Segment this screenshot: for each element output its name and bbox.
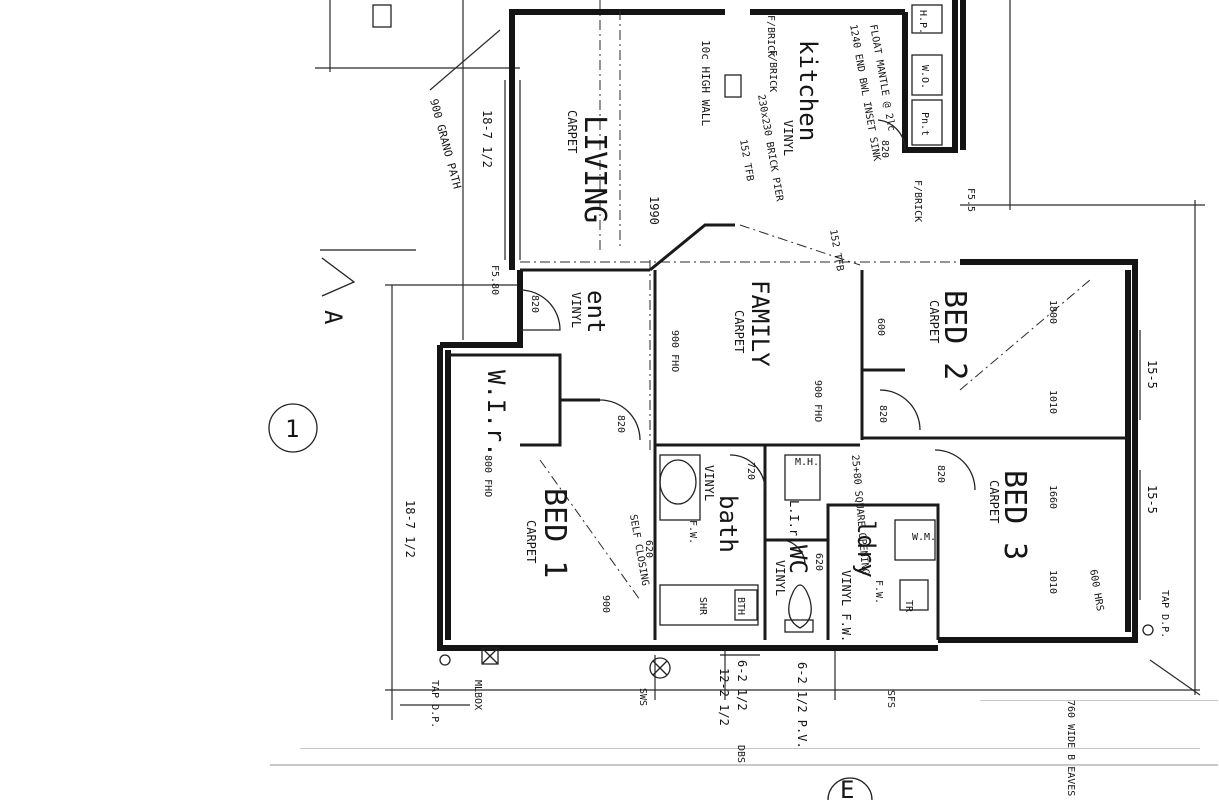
finish-wc: VINYL [773,560,787,596]
room-bed1: BED 1 [537,488,572,578]
opening-bed3-robe: 600 HRS [1087,569,1105,612]
note-fbrick3: F/BRICK [912,180,923,222]
opening-door-bed3: 820 [935,465,946,483]
finish-bath: VINYL [702,465,716,501]
note-wm: W.M. [912,532,936,543]
opening-door-bed2: 820 [877,405,888,423]
room-bed2: BED 2 [937,290,972,380]
grid-e-label: E [840,776,854,800]
note-fs5: F5.5 [965,188,976,212]
room-ldry: ldry [852,520,880,578]
note-mh: M.H. [795,457,819,468]
grid-marker-labels: 1 A E [285,310,854,800]
windows [504,80,1141,656]
opening-bed1-robe-a: 800 FHO [482,455,493,497]
opening-labels: 1990 820 820 820 820 720 820 620 620 180… [482,140,1105,613]
note-f5b0: F5.80 [489,265,500,295]
finish-bed1: CARPET [524,520,538,563]
note-granopath: 900 GRANO PATH [427,97,464,190]
note-sfs: SFS [885,690,896,708]
note-high-wall: 10c HIGH WALL [699,40,712,126]
note-bth: BTH [735,597,746,615]
note-shr: SHR [697,597,708,616]
room-lir: L.I.r. [787,500,801,543]
opening-family-fho-b: 900 FHO [812,380,823,422]
opening-bed3-window-b: 1010 [1047,570,1058,594]
note-fbrick2: F/BRICK [767,50,778,92]
room-family: FAMILY [746,280,774,367]
dim-right-upper: 15-5 [1145,360,1159,389]
dim-right-lower: 15-5 [1145,485,1159,514]
fixtures [372,4,1154,679]
dim-bottom-a: 6-2 1/2 [735,660,749,711]
opening-bed3-window-a: 1660 [1047,485,1058,509]
note-sws: SWS [637,688,648,706]
opening-bed2-robe: 600 [875,318,886,336]
finish-family: CARPET [732,310,746,353]
note-tfb152: 152 TFB [737,139,755,182]
dim-left-lower: 18-7 1/2 [403,500,417,558]
opening-door-bed1: 820 [615,415,626,433]
note-tfb152b: 152 TFB [827,229,845,272]
finish-living: CARPET [565,110,579,153]
grid-markers [268,249,873,800]
dimension-labels: 18-7 1/2 18-7 1/2 15-5 15-5 6-2 1/2 12-2… [403,110,1159,749]
note-wo: W.O. [919,65,930,89]
note-tr: TR [903,600,914,613]
dim-bottom-c: 6-2 1/2 P.V. [795,662,809,749]
room-kitchen: kitchen [794,40,822,141]
opening-bed2-window-b: 1010 [1047,390,1058,414]
note-brick-pier: 230x230 BRICK PIER [755,94,785,204]
door-swings [519,119,976,566]
note-tap-dp-left: TAP D.P. [429,680,440,728]
finish-kitchen: VINYL [781,120,795,156]
opening-door-620b: 620 [813,553,824,571]
note-hp: H.P. [917,10,928,34]
walls [437,0,1138,651]
room-wc: WC [784,545,812,574]
finish-bed3: CARPET [987,480,1001,523]
opening-family-fho-a: 900 FHO [669,330,680,372]
construction-lines [539,10,1091,601]
dim-bottom-b: 12-2 1/2 [717,668,731,726]
note-fw-bath: F.W. [687,520,698,544]
opening-door-720: 720 [745,462,756,480]
room-bed3: BED 3 [997,470,1032,560]
grid-1-label: 1 [285,415,299,443]
finish-bed2: CARPET [927,300,941,343]
section-a-label: A [319,310,347,325]
room-living: LIVING [577,115,612,223]
note-dbs: DBS [735,745,746,763]
room-labels: LIVING CARPET kitchen VINYL FAMILY CARPE… [482,40,1032,642]
opening-door-ent: 820 [529,295,540,313]
finish-ent: VINYL [569,292,583,328]
opening-door-kit: 820 [879,140,890,158]
note-tap-dp-right: TAP D.P. [1159,590,1170,638]
note-mlbox: MLBOX [472,680,483,710]
room-wir: W.I.r. [482,370,510,457]
opening-bed2-window-a: 1800 [1047,300,1058,324]
finish-ldry: VINYL F.W. [839,570,853,642]
dimension-lines [315,0,1205,720]
opening-door-620: 620 [643,540,654,558]
opening-bed1-robe-b: 900 [600,595,611,613]
room-bath: bath [714,495,742,553]
note-fbrick: F/BRICK [765,15,776,57]
scan-noise [270,700,1218,766]
note-eaves: 760 WIDE B EAVES @ 2 [1065,700,1076,800]
opening-living-window: 1990 [647,196,661,225]
note-fw: F.W. [873,580,884,604]
room-ent: ent [582,290,610,333]
note-pnt: Pn.t [919,112,930,136]
dim-left-upper: 18-7 1/2 [480,110,494,168]
